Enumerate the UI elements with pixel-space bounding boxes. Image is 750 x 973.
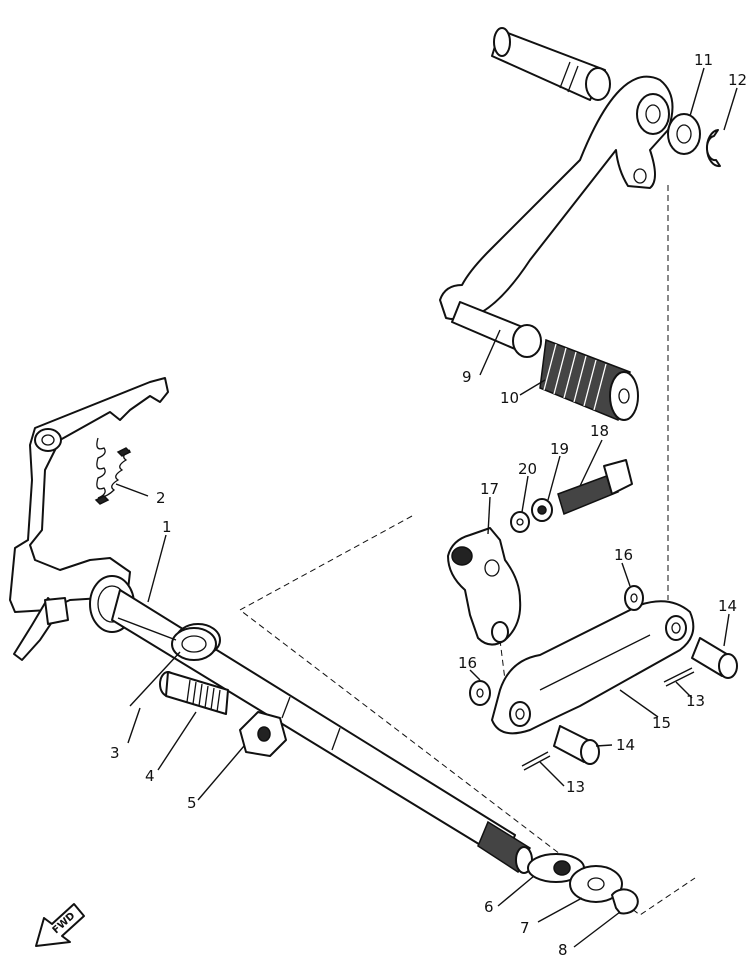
cotter-pin-13-lower <box>521 751 551 771</box>
callout-2: 2 <box>156 489 166 507</box>
shift-arm <box>447 527 522 646</box>
callout-6: 6 <box>484 898 494 916</box>
callout-1: 1 <box>162 518 172 536</box>
circlip-8 <box>611 888 639 915</box>
callout-14-upper: 14 <box>718 597 737 615</box>
washer-16-upper <box>624 585 644 611</box>
callout-18: 18 <box>590 422 609 440</box>
washer-11 <box>667 113 701 155</box>
circlip-12 <box>705 129 721 168</box>
callout-14-lower: 14 <box>616 736 635 754</box>
callout-12: 12 <box>728 71 747 89</box>
torsion-spring <box>117 617 221 707</box>
callout-9: 9 <box>462 368 472 386</box>
callout-17: 17 <box>480 480 499 498</box>
callout-19: 19 <box>550 440 569 458</box>
shift-pedal <box>439 27 674 358</box>
callout-3: 3 <box>110 744 120 762</box>
fwd-arrow-icon: FWD <box>35 903 85 947</box>
washer-7 <box>569 865 623 903</box>
callout-11: 11 <box>694 51 713 69</box>
pin-14-upper <box>691 637 738 679</box>
pin-14-lower <box>553 725 600 765</box>
callout-4: 4 <box>145 767 155 785</box>
callout-8: 8 <box>558 941 568 959</box>
callout-5: 5 <box>187 794 197 812</box>
washer-19 <box>531 498 553 522</box>
shift-shaft <box>9 377 533 874</box>
cotter-pin-13-upper <box>663 667 695 687</box>
callout-16-lower: 16 <box>458 654 477 672</box>
stud-bolt <box>159 671 229 715</box>
nut <box>239 711 287 757</box>
callout-15: 15 <box>652 714 671 732</box>
spring <box>94 437 132 505</box>
callout-10: 10 <box>500 389 519 407</box>
pedal-rubber <box>539 338 639 422</box>
callout-13-lower: 13 <box>566 778 585 796</box>
washer-16-lower <box>469 680 491 706</box>
bolt-18 <box>557 459 633 516</box>
link-rod <box>491 600 695 735</box>
callout-labels: 1 2 3 4 5 6 7 8 9 10 11 12 13 13 14 14 1… <box>110 51 747 959</box>
callout-7: 7 <box>520 919 530 937</box>
leader-lines <box>115 67 738 948</box>
callout-20: 20 <box>518 460 537 478</box>
callout-13-upper: 13 <box>686 692 705 710</box>
callout-16-upper: 16 <box>614 546 633 564</box>
washer-20 <box>510 511 530 533</box>
